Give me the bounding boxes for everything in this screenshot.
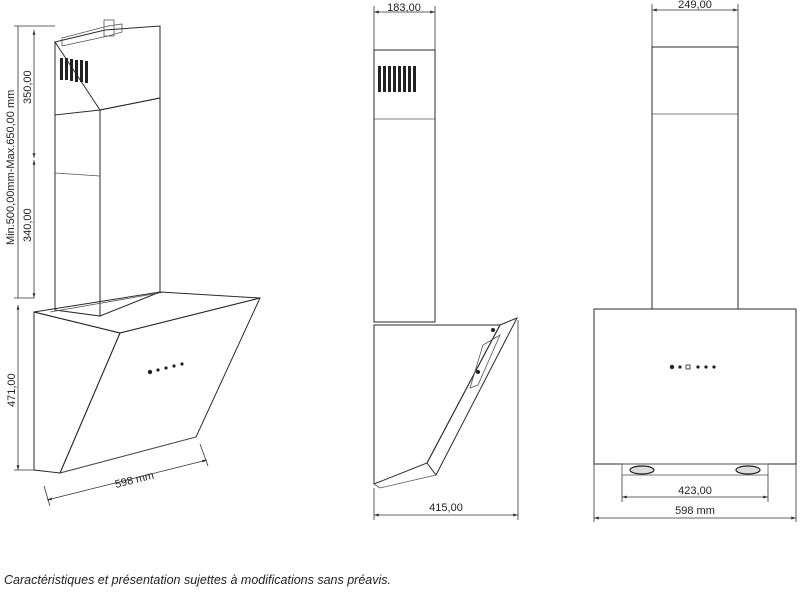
dim-total-depth-label: 415,00 — [429, 502, 463, 514]
dim-total-width-label: 598 mm — [675, 505, 715, 517]
dim-total-depth: 415,00 — [373, 320, 519, 520]
footnote: Caractéristiques et présentation sujette… — [4, 573, 391, 587]
perspective-view: Min.500,00mm-Max.650,00 mm 350,00 340,00… — [5, 19, 261, 507]
dim-upper-chimney: 350,00 — [22, 29, 36, 158]
dim-filter-spacing-label: 423,00 — [678, 485, 712, 497]
dim-upper-chimney-label: 350,00 — [22, 70, 34, 104]
dim-total-width: 598 mm — [593, 464, 797, 522]
chimney — [54, 19, 161, 317]
vent-grille — [60, 58, 88, 83]
front-view: 249,00 423,00 598 mm — [593, 0, 797, 522]
control-panel — [669, 364, 716, 370]
vent-grille — [378, 66, 416, 92]
hood-body — [593, 308, 797, 476]
dim-hood-height-label: 471,00 — [6, 373, 18, 407]
dim-chimney-width: 249,00 — [651, 0, 739, 47]
dim-lower-chimney-label: 340,00 — [22, 208, 34, 242]
dim-hood-height: 471,00 — [6, 305, 34, 471]
hood-body — [33, 291, 261, 474]
dim-chimney-total: Min.500,00mm-Max.650,00 mm — [5, 25, 55, 299]
dim-lower-chimney: 340,00 — [22, 160, 36, 298]
dim-hood-width-label: 598 mm — [114, 470, 155, 491]
dim-chimney-total-label: Min.500,00mm-Max.650,00 mm — [5, 90, 17, 245]
side-view: 183,00 415,00 — [373, 2, 519, 520]
dim-filter-spacing: 423,00 — [621, 475, 769, 502]
chimney — [373, 49, 436, 323]
led-lights — [629, 465, 761, 475]
dim-chimney-depth: 183,00 — [373, 2, 436, 50]
hood-body — [373, 317, 519, 489]
chimney — [651, 46, 739, 310]
dim-chimney-depth-label: 183,00 — [387, 2, 421, 14]
dim-chimney-width-label: 249,00 — [678, 0, 712, 11]
control-panel — [147, 362, 184, 375]
